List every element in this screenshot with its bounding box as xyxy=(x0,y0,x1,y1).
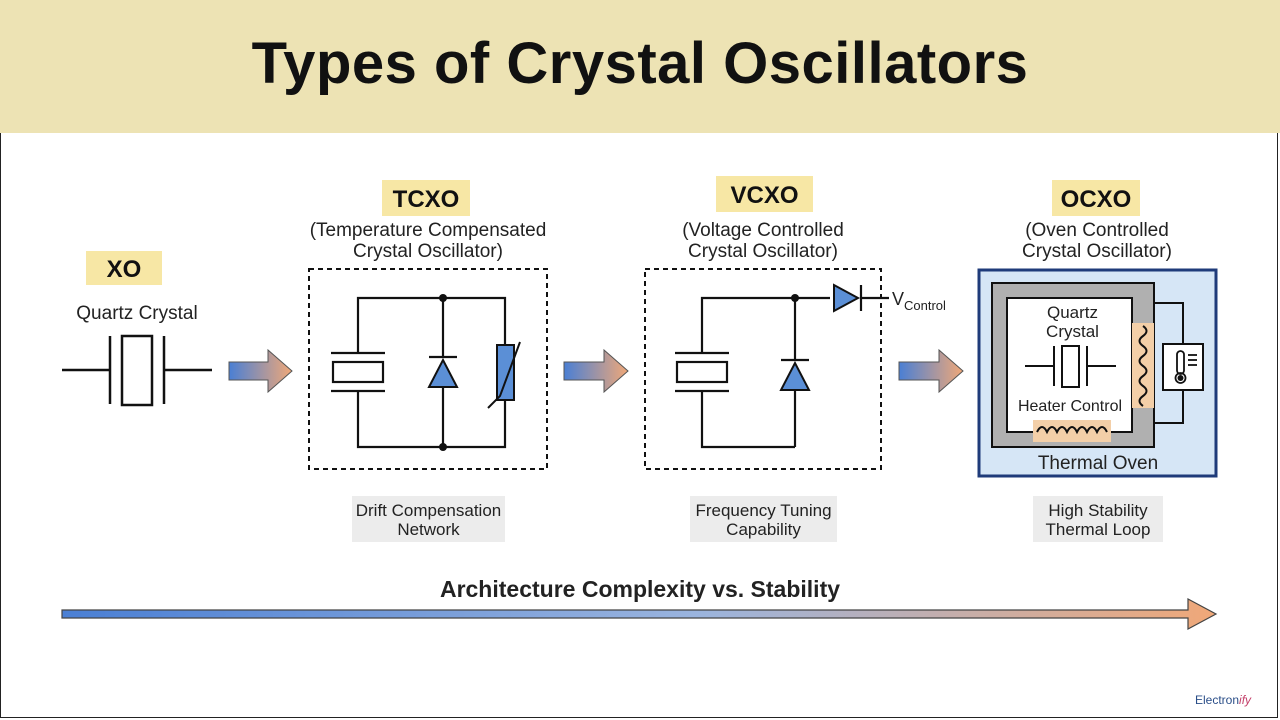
thermometer-icon xyxy=(1174,350,1197,384)
title-band xyxy=(0,0,1280,133)
xo-tag: XO xyxy=(86,251,162,285)
ocxo-oven xyxy=(977,268,1218,478)
vcxo-caption: Frequency Tuning Capability xyxy=(690,496,837,542)
flow-arrow-3 xyxy=(898,348,964,394)
xo-crystal-symbol xyxy=(62,334,212,407)
tcxo-circuit xyxy=(308,268,548,470)
ocxo-tag: OCXO xyxy=(1052,180,1140,216)
flow-arrow-1 xyxy=(228,348,293,394)
vcontrol-label: VControl xyxy=(892,289,946,313)
complexity-axis-arrow xyxy=(61,597,1218,631)
ocxo-subtitle: (Oven Controlled Crystal Oscillator) xyxy=(1022,220,1172,262)
tcxo-subtitle: (Temperature Compensated Crystal Oscilla… xyxy=(309,220,547,262)
ocxo-oven-label: Thermal Oven xyxy=(1037,453,1159,474)
ocxo-heater-label: Heater Control xyxy=(1017,398,1123,415)
tcxo-tag: TCXO xyxy=(382,180,470,216)
xo-label: Quartz Crystal xyxy=(76,303,198,324)
vcxo-subtitle: (Voltage Controlled Crystal Oscillator) xyxy=(682,220,844,262)
flow-arrow-2 xyxy=(563,348,629,394)
brand-watermark: Electronify xyxy=(1195,693,1252,707)
tcxo-caption: Drift Compensation Network xyxy=(352,496,505,542)
vcxo-circuit xyxy=(644,268,889,470)
ocxo-quartz-label: Quartz Crystal xyxy=(1046,303,1099,341)
axis-title: Architecture Complexity vs. Stability xyxy=(439,576,841,602)
vcxo-tag: VCXO xyxy=(716,176,813,212)
ocxo-caption: High Stability Thermal Loop xyxy=(1033,496,1163,542)
page-title: Types of Crystal Oscillators xyxy=(251,31,1029,96)
